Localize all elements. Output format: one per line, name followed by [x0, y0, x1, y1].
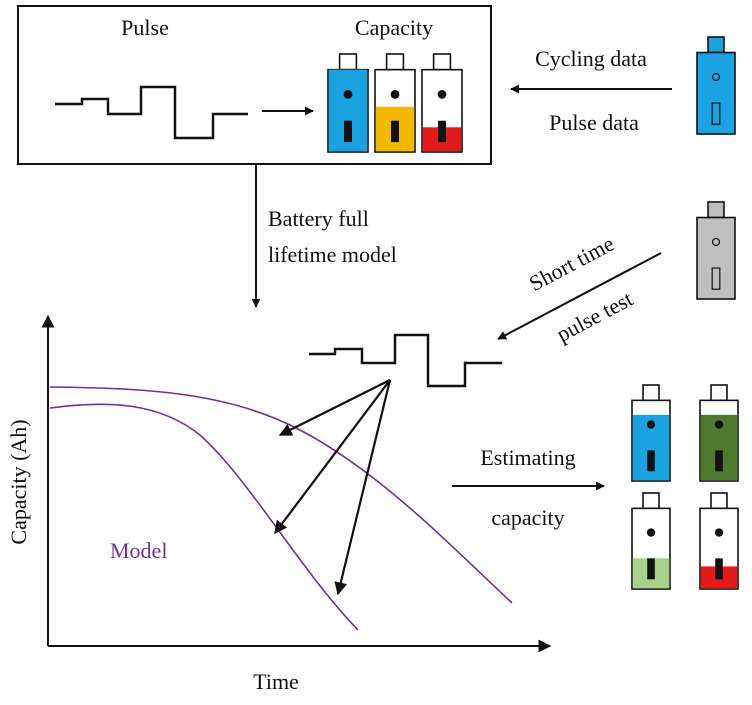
estimating-line1: Estimating: [480, 445, 575, 470]
input-battery: [696, 36, 736, 135]
battery-full-blue: [327, 53, 369, 153]
model-step-line2: lifetime model: [268, 242, 397, 267]
estimate-battery-light-green: [631, 492, 671, 590]
estimate-battery-blue-terminal: [642, 384, 660, 402]
test-battery-gray-terminal: [707, 201, 725, 219]
pulse-waveform: [55, 85, 248, 140]
input-battery-blue-positive-mark: [711, 72, 721, 82]
x-axis-label: Time: [253, 669, 299, 694]
short-test-arrow: [497, 252, 662, 340]
test-battery-gray: [696, 201, 736, 300]
estimate-battery-red-negative-mark: [715, 558, 723, 580]
battery-low-red: [421, 53, 463, 153]
input-battery-blue-terminal: [707, 36, 725, 54]
test-battery-gray-negative-mark: [711, 267, 721, 290]
input-battery-blue-body: [696, 51, 736, 135]
estimate-battery-red: [699, 492, 739, 590]
battery-low-red-positive-mark: [437, 89, 447, 99]
battery-half-yellow-negative-mark: [391, 120, 399, 143]
test-battery: [696, 201, 736, 300]
test-battery-gray-body: [696, 216, 736, 300]
estimate-battery-red-positive-mark: [714, 528, 724, 537]
estimate-battery-light-green-terminal: [642, 492, 660, 510]
pulse-title: Pulse: [121, 15, 169, 40]
training-batteries: [327, 53, 463, 153]
estimate-battery-blue-positive-mark: [646, 420, 656, 429]
training-box: [17, 5, 492, 165]
model-label: Model: [110, 538, 167, 563]
test-pulse-waveform: [309, 333, 502, 388]
test-battery-gray-positive-mark: [711, 237, 721, 247]
model-curve-upper: [49, 386, 513, 604]
battery-full-blue-terminal: [338, 53, 358, 71]
battery-low-red-terminal: [432, 53, 452, 71]
estimate-battery-dark-green-positive-mark: [714, 420, 724, 429]
capacity-title: Capacity: [355, 15, 433, 40]
short-test-line1: Short time: [525, 231, 618, 296]
estimate-battery-dark-green-negative-mark: [715, 450, 723, 472]
cycling-data-label: Cycling data: [535, 46, 647, 71]
estimate-battery-dark-green-terminal: [710, 384, 728, 402]
estimate-battery-light-green-positive-mark: [646, 528, 656, 537]
estimate-battery-blue: [631, 384, 671, 482]
estimate-battery-light-green-negative-mark: [647, 558, 655, 580]
short-test-line2: pulse test: [552, 286, 637, 347]
battery-half-yellow-terminal: [385, 53, 405, 71]
battery-low-red-negative-mark: [438, 120, 446, 143]
estimate-arrow-1: [278, 379, 391, 436]
battery-full-blue-negative-mark: [344, 120, 352, 143]
y-axis-label: Capacity (Ah): [6, 419, 31, 544]
estimate-battery-blue-negative-mark: [647, 450, 655, 472]
estimating-line2: capacity: [491, 505, 564, 530]
model-curve-lower: [49, 403, 359, 631]
estimate-arrow-3: [334, 379, 392, 596]
model-step-line1: Battery full: [268, 206, 369, 231]
estimate-arrow-2: [274, 379, 391, 535]
estimate-battery-dark-green: [699, 384, 739, 482]
pulse-data-label: Pulse data: [549, 110, 639, 135]
battery-full-blue-positive-mark: [343, 89, 353, 99]
estimated-batteries: [631, 384, 739, 590]
estimate-battery-red-terminal: [710, 492, 728, 510]
input-battery-blue: [696, 36, 736, 135]
battery-half-yellow: [374, 53, 416, 153]
battery-half-yellow-positive-mark: [390, 89, 400, 99]
input-battery-blue-negative-mark: [711, 102, 721, 125]
